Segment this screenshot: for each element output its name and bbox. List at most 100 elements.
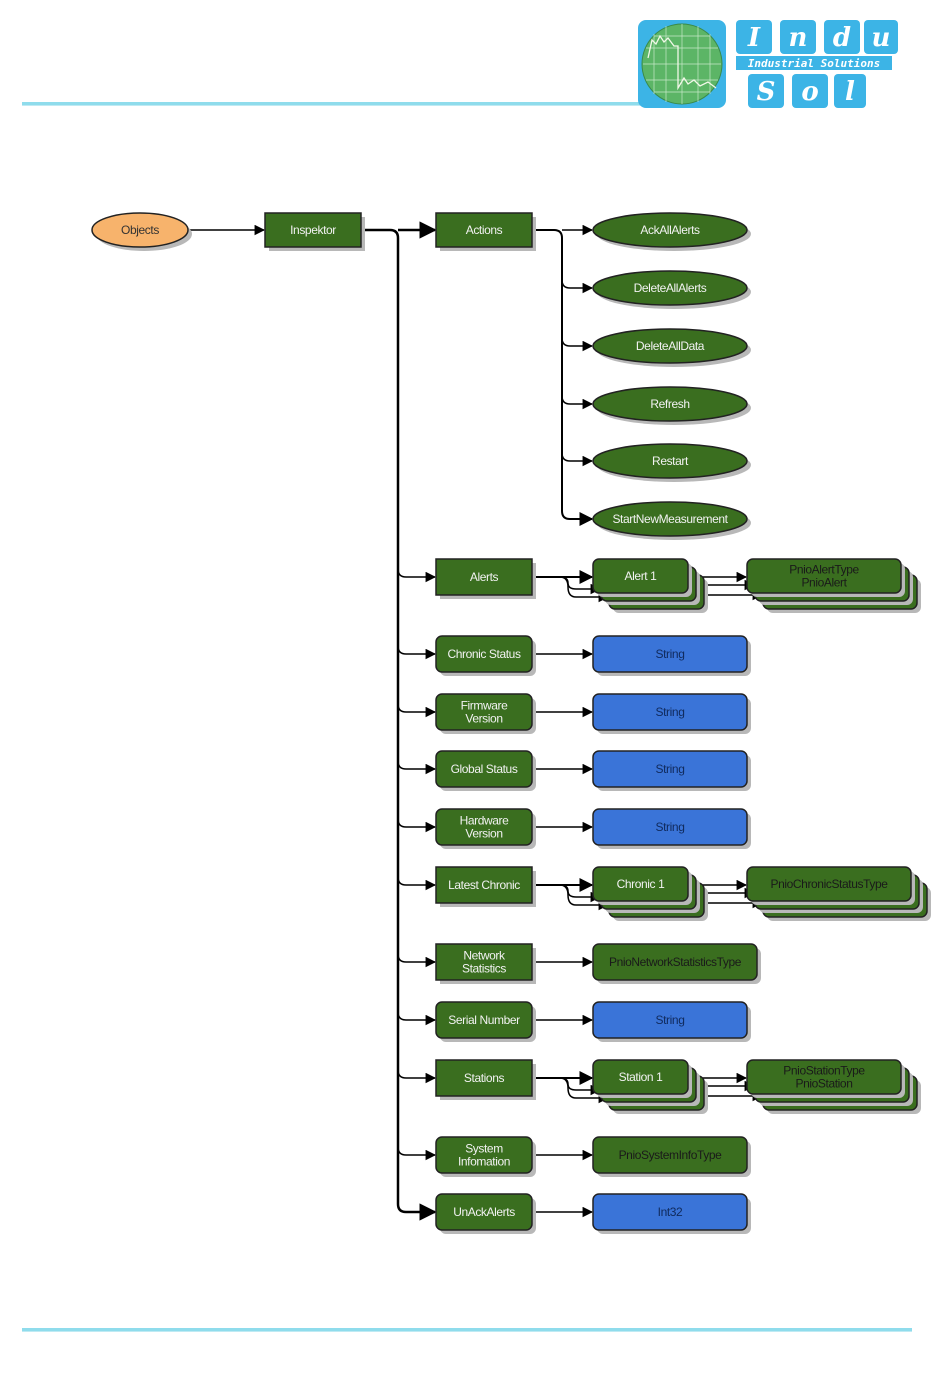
- node-body: [592, 808, 748, 846]
- edge: [532, 229, 594, 526]
- node-label: Actions: [466, 223, 503, 237]
- header-rule: [22, 102, 640, 106]
- node-body: [435, 558, 533, 596]
- node-label: Inspektor: [290, 223, 336, 237]
- edge: [561, 395, 594, 410]
- node-label: Objects: [121, 223, 159, 237]
- action-method-ackallalerts[interactable]: AckAllAlerts: [592, 212, 751, 251]
- node-latest-chronic[interactable]: Latest Chronic: [435, 866, 536, 907]
- edge: [561, 452, 594, 467]
- logo-tagline: Industrial Solutions: [748, 57, 880, 70]
- node-label: String: [656, 647, 685, 661]
- action-method-deleteallalerts[interactable]: DeleteAllAlerts: [592, 270, 751, 309]
- node-body: [435, 1059, 533, 1097]
- action-method-refresh[interactable]: Refresh: [592, 386, 751, 425]
- action-method-startnewmeasurement[interactable]: StartNewMeasurement: [592, 501, 751, 540]
- node-stations-instance[interactable]: Station 1: [592, 1059, 708, 1114]
- edge: [361, 228, 437, 1221]
- node-latest-chronic-instance[interactable]: Chronic 1: [592, 866, 708, 921]
- node-body: [592, 1059, 689, 1095]
- edge: [532, 576, 610, 603]
- edge: [561, 337, 594, 352]
- node-global-status[interactable]: Global Status: [435, 750, 536, 791]
- node-label: Stations: [464, 1071, 505, 1085]
- node-firmware-version-type[interactable]: String: [592, 693, 751, 734]
- node-label: Chronic Status: [447, 647, 521, 661]
- node-body: [592, 1136, 748, 1174]
- node-objects[interactable]: Objects: [91, 212, 192, 251]
- node-hardware-version-type[interactable]: String: [592, 808, 751, 849]
- edge: [397, 818, 437, 833]
- node-body: [435, 866, 533, 904]
- node-body: [592, 443, 748, 479]
- node-global-status-type[interactable]: String: [592, 750, 751, 791]
- node-system-infomation-type[interactable]: PnioSystemInfoType: [592, 1136, 751, 1177]
- logo-letter: d: [833, 23, 851, 53]
- edge: [397, 568, 437, 583]
- node-serial-number[interactable]: Serial Number: [435, 1001, 536, 1042]
- logo-letters-top: I n d u: [736, 20, 898, 54]
- node-chronic-status-type[interactable]: String: [592, 635, 751, 676]
- node-label: AckAllAlerts: [640, 223, 700, 237]
- edge: [397, 1069, 437, 1084]
- node-serial-number-type[interactable]: String: [592, 1001, 751, 1042]
- node-body: [592, 943, 758, 981]
- logo-letter: o: [801, 77, 818, 107]
- edge: [532, 884, 610, 911]
- logo-letter: n: [789, 23, 808, 53]
- node-latest-chronic-type[interactable]: PnioChronicStatusType: [746, 866, 931, 921]
- node-label: PnioNetworkStatisticsType: [609, 955, 742, 969]
- node-body: [592, 1193, 748, 1231]
- node-body: [435, 693, 533, 731]
- node-unackalerts-type[interactable]: Int32: [592, 1193, 751, 1234]
- node-body: [746, 866, 912, 902]
- node-body: [746, 1059, 902, 1095]
- node-label: String: [656, 705, 685, 719]
- edge: [397, 645, 437, 660]
- node-label: PnioSystemInfoType: [619, 1148, 723, 1162]
- node-label: String: [656, 1013, 685, 1027]
- logo-globe-grid: [643, 24, 721, 104]
- node-body: [435, 1001, 533, 1039]
- node-body: [592, 328, 748, 364]
- node-chronic-status[interactable]: Chronic Status: [435, 635, 536, 676]
- node-network-statistics-type[interactable]: PnioNetworkStatisticsType: [592, 943, 761, 984]
- node-actions[interactable]: Actions: [435, 212, 536, 251]
- node-body: [435, 750, 533, 788]
- node-unackalerts[interactable]: UnAckAlerts: [435, 1193, 536, 1234]
- edge: [561, 279, 594, 294]
- node-alerts[interactable]: Alerts: [435, 558, 536, 599]
- logo-letter: I: [747, 23, 761, 53]
- action-method-deletealldata[interactable]: DeleteAllData: [592, 328, 751, 367]
- node-body: [435, 1193, 533, 1231]
- footer-rule: [22, 1328, 912, 1332]
- action-method-restart[interactable]: Restart: [592, 443, 751, 482]
- edge: [532, 1077, 610, 1104]
- node-label: String: [656, 762, 685, 776]
- node-label: Station 1: [619, 1070, 663, 1084]
- node-label: Latest Chronic: [448, 878, 520, 892]
- node-body: [746, 558, 902, 594]
- nodes: Objects Inspektor Actions AckAllAlertsDelet…: [91, 212, 931, 1234]
- node-alerts-instance[interactable]: Alert 1: [592, 558, 708, 613]
- node-body: [91, 212, 189, 248]
- node-label: Refresh: [650, 397, 689, 411]
- node-stations[interactable]: Stations: [435, 1059, 536, 1100]
- node-label: PnioChronicStatusType: [770, 877, 888, 891]
- edge: [397, 953, 437, 968]
- edge: [397, 876, 437, 891]
- node-label: Int32: [658, 1205, 683, 1219]
- node-inspektor[interactable]: Inspektor: [264, 212, 365, 251]
- logo-letters-bottom: S o l: [748, 74, 866, 108]
